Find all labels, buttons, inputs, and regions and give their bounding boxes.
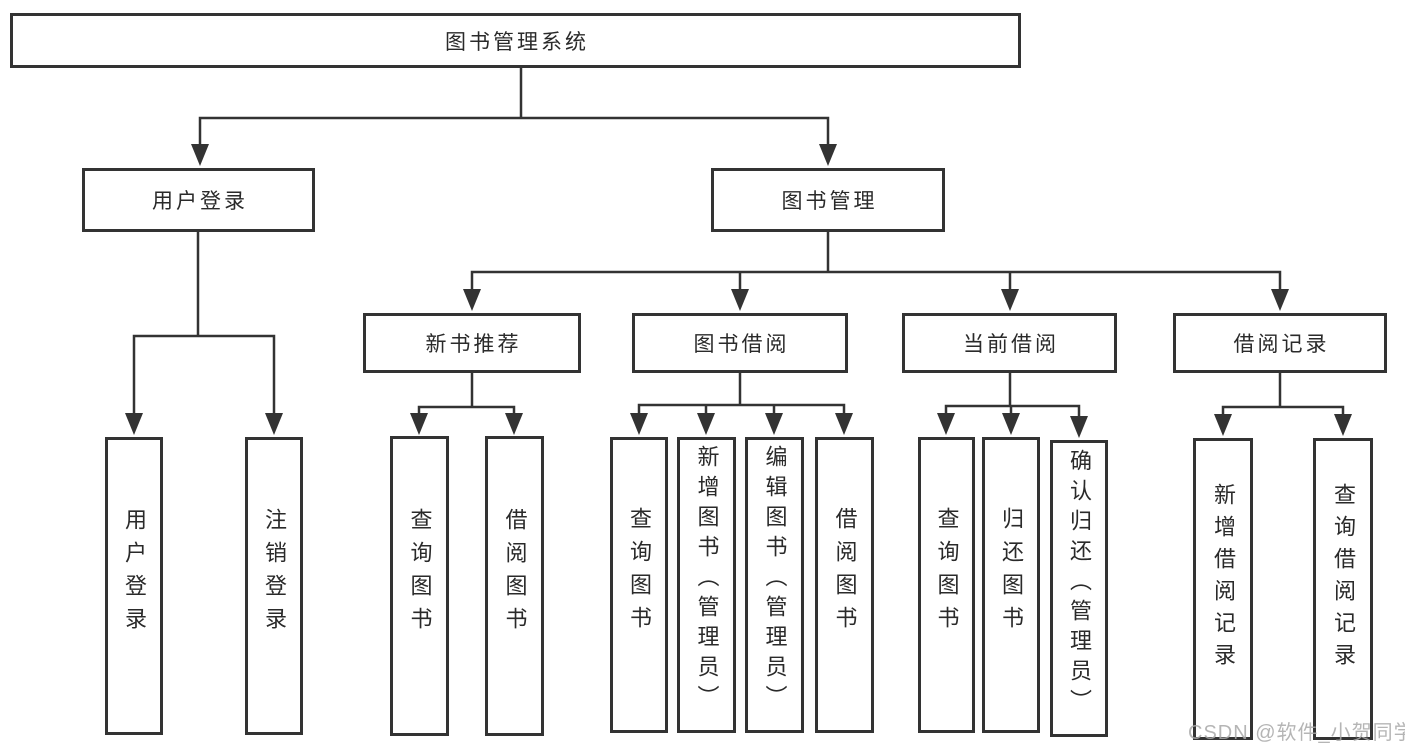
leaf-borrow-book-borrow: 借阅图书 xyxy=(815,437,874,733)
leaf-borrow-book-borrow-label: 借阅图书 xyxy=(832,507,858,639)
leaf-query-borrow-record-label: 查询借阅记录 xyxy=(1331,483,1356,675)
leaf-borrow-book-recommend-label: 借阅图书 xyxy=(502,508,528,640)
leaf-query-book-borrow-label: 查询图书 xyxy=(627,507,652,639)
node-borrow-record: 借阅记录 xyxy=(1173,313,1387,373)
leaf-confirm-return-admin-label: 确认归还（管理员） xyxy=(1067,448,1092,719)
leaf-query-book-recommend: 查询图书 xyxy=(390,436,449,736)
node-new-book-recommend-label: 新书推荐 xyxy=(425,333,522,356)
node-book-management: 图书管理 xyxy=(711,168,945,232)
leaf-user-login: 用户登录 xyxy=(105,437,163,735)
watermark: CSDN @软件_小贺同学 xyxy=(1188,722,1405,744)
leaf-add-book-admin: 新增图书（管理员） xyxy=(677,437,736,733)
node-book-borrow-label: 图书借阅 xyxy=(693,333,790,356)
leaf-logout-label: 注销登录 xyxy=(262,508,287,640)
leaf-query-book-current-label: 查询图书 xyxy=(934,507,960,639)
leaf-edit-book-admin-label: 编辑图书（管理员） xyxy=(762,445,788,715)
leaf-edit-book-admin: 编辑图书（管理员） xyxy=(745,437,804,733)
leaf-confirm-return-admin: 确认归还（管理员） xyxy=(1050,440,1108,737)
leaf-borrow-book-recommend: 借阅图书 xyxy=(485,436,544,736)
leaf-return-book: 归还图书 xyxy=(982,437,1040,733)
leaf-query-book-recommend-label: 查询图书 xyxy=(407,508,433,640)
leaf-add-book-admin-label: 新增图书（管理员） xyxy=(694,445,720,715)
node-new-book-recommend: 新书推荐 xyxy=(363,313,581,373)
node-root-label: 图书管理系统 xyxy=(445,30,589,54)
node-current-borrow-label: 当前借阅 xyxy=(963,333,1059,356)
node-root: 图书管理系统 xyxy=(10,13,1021,68)
leaf-user-login-label: 用户登录 xyxy=(122,508,147,640)
leaf-logout: 注销登录 xyxy=(245,437,303,735)
node-user-login-label: 用户登录 xyxy=(152,190,248,213)
node-current-borrow: 当前借阅 xyxy=(902,313,1117,373)
leaf-query-book-current: 查询图书 xyxy=(918,437,975,733)
leaf-query-book-borrow: 查询图书 xyxy=(610,437,668,733)
node-user-login: 用户登录 xyxy=(82,168,315,232)
node-book-management-label: 图书管理 xyxy=(781,190,878,213)
leaf-query-borrow-record: 查询借阅记录 xyxy=(1313,438,1373,740)
leaf-return-book-label: 归还图书 xyxy=(999,507,1024,639)
leaf-add-borrow-record-label: 新增借阅记录 xyxy=(1211,483,1236,675)
arrowheads xyxy=(125,144,1352,438)
node-book-borrow: 图书借阅 xyxy=(632,313,848,373)
leaf-add-borrow-record: 新增借阅记录 xyxy=(1193,438,1253,740)
node-borrow-record-label: 借阅记录 xyxy=(1233,333,1330,356)
